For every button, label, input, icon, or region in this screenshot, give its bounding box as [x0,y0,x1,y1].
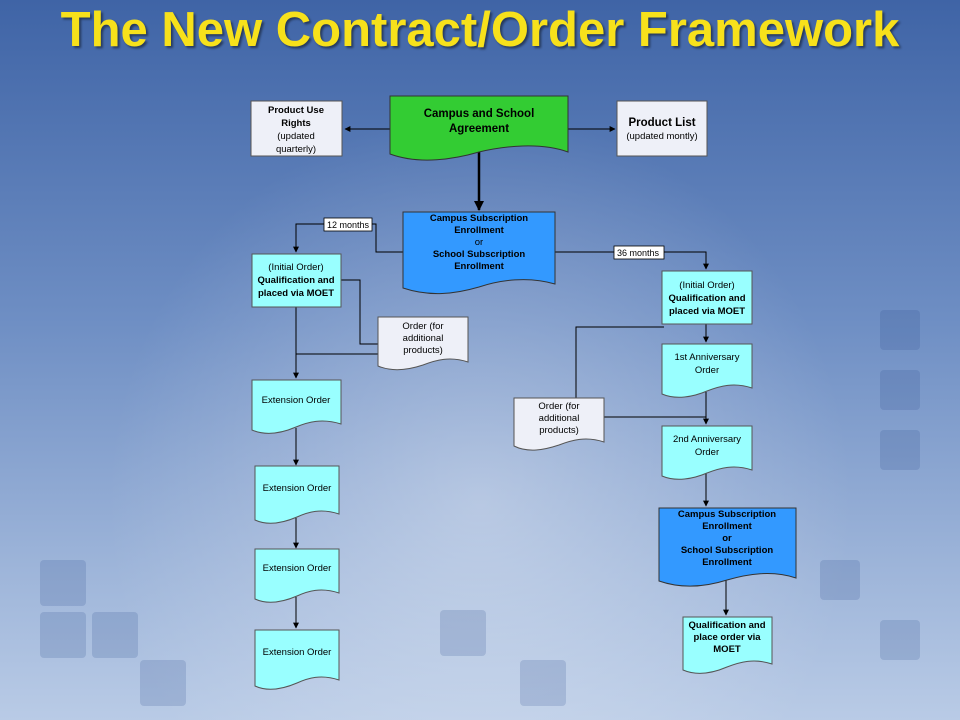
node-qualification-final: Qualification and place order via MOET [682,616,773,674]
svg-text:products): products) [539,425,579,436]
svg-text:Qualification and: Qualification and [257,275,334,286]
svg-text:products): products) [403,345,443,356]
svg-text:(Initial Order): (Initial Order) [679,280,734,291]
svg-text:Enrollment: Enrollment [702,521,752,532]
svg-text:12 months: 12 months [327,220,370,230]
background-tile [40,560,86,606]
background-tile [92,612,138,658]
node-2nd-anniversary-order: 2nd Anniversary Order [661,425,753,480]
svg-text:or: or [722,533,732,544]
connectors [293,126,729,629]
svg-text:36 months: 36 months [617,248,660,258]
svg-text:Order (for: Order (for [402,321,443,332]
line-right-additional-in [575,326,664,398]
node-enrollment-top: Campus Subscription Enrollment or School… [402,211,556,295]
svg-text:Rights: Rights [281,118,311,129]
svg-text:Campus Subscription: Campus Subscription [430,213,528,224]
background-tile [820,560,860,600]
node-extension-order-4: Extension Order [254,629,340,690]
node-campus-school-agreement: Campus and School Agreement [389,95,569,161]
svg-text:Product Use: Product Use [268,105,324,116]
node-extension-order-3: Extension Order [254,548,340,603]
background-tile [440,610,486,656]
svg-text:Extension Order: Extension Order [263,563,332,574]
svg-text:Extension Order: Extension Order [263,483,332,494]
svg-text:MOET: MOET [713,644,741,655]
tag-36-months: 36 months [613,245,665,260]
line-left-additional-in [336,279,378,345]
node-enrollment-bottom: Campus Subscription Enrollment or School… [658,507,797,587]
arrow-12-months [293,223,403,253]
svg-text:additional: additional [539,413,580,424]
svg-text:School Subscription: School Subscription [681,545,774,556]
node-right-initial-order: (Initial Order) Qualification and placed… [661,270,753,325]
node-1st-anniversary-order: 1st Anniversary Order [661,343,753,398]
page-title: The New Contract/Order Framework [60,3,900,57]
node-extension-order-1: Extension Order [251,379,342,434]
svg-text:Product List: Product List [628,117,695,129]
svg-text:Order (for: Order (for [538,401,579,412]
svg-text:Qualification and: Qualification and [688,620,765,631]
svg-text:additional: additional [403,333,444,344]
svg-text:or: or [475,237,483,248]
svg-text:Enrollment: Enrollment [454,225,504,236]
node-product-use-rights: Product Use Rights (updated quarterly) [250,100,343,157]
svg-text:(updated montly): (updated montly) [626,131,697,142]
node-product-list: Product List (updated montly) [616,100,708,157]
svg-text:Order: Order [695,447,719,458]
svg-text:Enrollment: Enrollment [702,557,752,568]
svg-text:1st Anniversary: 1st Anniversary [675,352,740,363]
background-tile [520,660,566,706]
svg-text:(updated: (updated [277,131,315,142]
svg-text:placed via MOET: placed via MOET [258,288,334,299]
node-left-additional-order: Order (for additional products) [377,316,469,371]
svg-text:(Initial Order): (Initial Order) [268,262,323,273]
background-tile [40,612,86,658]
node-left-initial-order: (Initial Order) Qualification and placed… [251,253,342,308]
arrow-36-months [555,251,709,270]
background-tile [880,310,920,350]
svg-text:Extension Order: Extension Order [263,647,332,658]
svg-text:quarterly): quarterly) [276,144,316,155]
background-tile [880,430,920,470]
svg-text:2nd Anniversary: 2nd Anniversary [673,434,741,445]
tag-12-months: 12 months [323,217,373,232]
node-extension-order-2: Extension Order [254,465,340,524]
svg-text:Qualification and: Qualification and [668,293,745,304]
svg-text:School Subscription: School Subscription [433,249,526,260]
node-right-additional-order: Order (for additional products) [513,397,605,451]
svg-text:Campus and School: Campus and School [424,108,535,120]
background-tile [140,660,186,706]
svg-text:Enrollment: Enrollment [454,261,504,272]
background-tile [880,620,920,660]
svg-text:placed via MOET: placed via MOET [669,306,745,317]
background-tile [880,370,920,410]
svg-text:Campus Subscription: Campus Subscription [678,509,776,520]
svg-text:Extension Order: Extension Order [262,395,331,406]
svg-text:place order via: place order via [693,632,761,643]
svg-text:Order: Order [695,365,719,376]
svg-text:Agreement: Agreement [449,123,509,135]
